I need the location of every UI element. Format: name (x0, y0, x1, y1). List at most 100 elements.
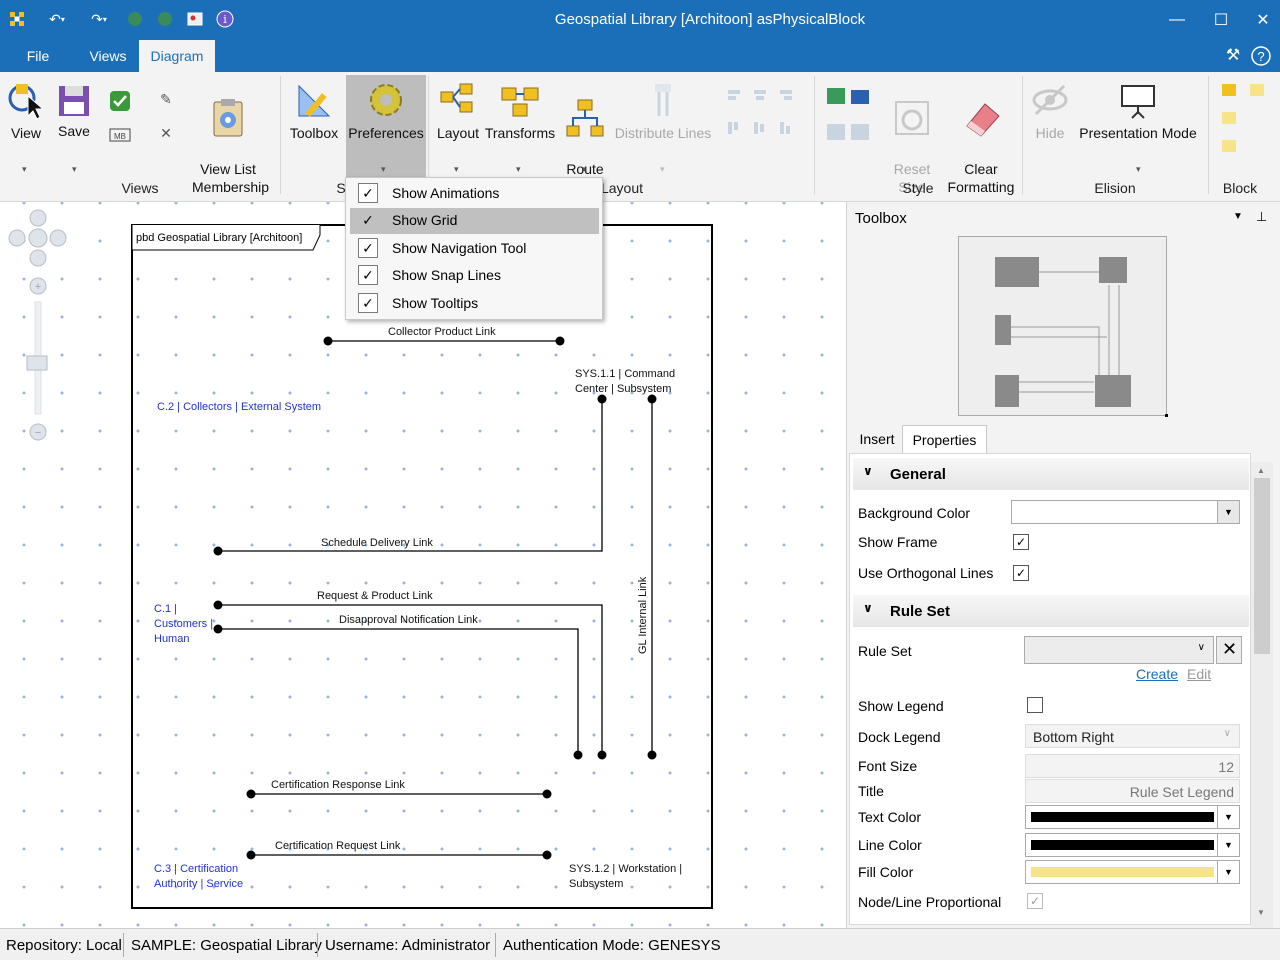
c2-label[interactable]: C.2 | Collectors | External System (157, 401, 322, 413)
route-lines-dropdown-arrow[interactable]: ▾ (582, 164, 587, 174)
menu-item-show-navigation-tool[interactable]: ✓ Show Navigation Tool (350, 236, 599, 262)
menu-item-show-snap-lines[interactable]: ✓ Show Snap Lines (350, 263, 599, 289)
pin-button[interactable]: ✎ (154, 90, 178, 108)
tab-views[interactable]: Views (89, 48, 127, 64)
tab-insert[interactable]: Insert (859, 431, 895, 447)
hide-button[interactable]: Hide (1028, 80, 1072, 142)
distribute-lines-dropdown-arrow[interactable]: ▾ (660, 164, 665, 174)
scroll-up-icon[interactable]: ▲ (1257, 466, 1265, 475)
sys12-label-line2[interactable]: Subsystem (569, 878, 624, 890)
info-icon[interactable]: i (216, 10, 234, 28)
pan-up-button[interactable] (29, 209, 47, 227)
panel-menu-icon[interactable]: ▼ (1233, 211, 1243, 222)
block-buttons[interactable] (1214, 80, 1274, 160)
diagram-links[interactable] (0, 0, 846, 928)
sys11-label-line1[interactable]: SYS.1.1 | Command (575, 368, 676, 380)
use-orthogonal-lines-checkbox[interactable]: ✓ (1013, 565, 1029, 581)
menu-item-show-tooltips[interactable]: ✓ Show Tooltips (350, 291, 599, 317)
save-button[interactable]: Save (54, 84, 94, 140)
tab-diagram[interactable]: Diagram (139, 40, 215, 72)
maximize-button[interactable]: ☐ (1213, 12, 1229, 29)
show-legend-checkbox[interactable] (1027, 697, 1043, 713)
rule-set-section-header[interactable]: ∨ Rule Set (853, 595, 1249, 627)
gl-internal-link-label[interactable]: GL Internal Link (637, 576, 649, 654)
toolbox-button[interactable]: Toolbox (286, 82, 342, 142)
forward-icon[interactable] (156, 10, 174, 28)
menu-item-show-animations[interactable]: ✓ Show Animations (350, 181, 599, 207)
fill-color-dropdown-icon[interactable]: ▼ (1217, 861, 1239, 883)
zoom-out-button[interactable] (29, 423, 47, 441)
distribute-lines-button[interactable]: Distribute Lines (614, 80, 712, 142)
menu-item-show-grid[interactable]: ✓ Show Grid (350, 208, 599, 234)
tab-file[interactable]: File (26, 48, 50, 64)
text-color-dropdown-icon[interactable]: ▼ (1217, 806, 1239, 828)
transforms-button[interactable]: Transforms (484, 80, 556, 142)
user-card-icon[interactable] (186, 10, 204, 28)
request-product-link-label[interactable]: Request & Product Link (317, 590, 433, 602)
rule-set-select[interactable]: ∨ (1024, 636, 1214, 664)
tools-icon[interactable]: ⚒ (1225, 47, 1241, 64)
text-color-picker[interactable]: ▼ (1025, 805, 1240, 829)
minimize-button[interactable]: — (1169, 11, 1185, 28)
back-icon[interactable] (126, 10, 144, 28)
clear-rule-set-button[interactable]: ✕ (1216, 636, 1242, 664)
edit-link[interactable]: Edit (1187, 666, 1212, 682)
c1-label-line1[interactable]: C.1 | (154, 603, 178, 615)
undo-icon[interactable]: ↶▾ (49, 10, 65, 27)
c3-label-line1[interactable]: C.3 | Certification (154, 863, 239, 875)
zoom-slider-thumb[interactable] (26, 355, 48, 371)
align-buttons[interactable] (722, 88, 802, 148)
presentation-mode-button[interactable]: Presentation Mode (1076, 80, 1200, 142)
fill-color-picker[interactable]: ▼ (1025, 860, 1240, 884)
show-tooltips-checkbox[interactable]: ✓ (358, 293, 378, 313)
general-section-header[interactable]: ∨ General (853, 458, 1249, 490)
certification-request-link-label[interactable]: Certification Request Link (275, 840, 401, 852)
pan-down-button[interactable] (29, 249, 47, 267)
transforms-dropdown-arrow[interactable]: ▾ (516, 164, 521, 174)
disapproval-notification-link-label[interactable]: Disapproval Notification Link (339, 614, 478, 626)
certification-response-link-label[interactable]: Certification Response Link (271, 779, 405, 791)
pin-panel-icon[interactable]: ⊥ (1256, 209, 1268, 224)
scroll-down-icon[interactable]: ▼ (1257, 908, 1265, 917)
c1-label-line3[interactable]: Human (154, 633, 190, 645)
scrollbar-thumb[interactable] (1254, 478, 1270, 654)
diagram-overview[interactable] (958, 236, 1170, 419)
show-snap-lines-checkbox[interactable]: ✓ (358, 265, 378, 285)
sys11-label-line2[interactable]: Center | Subsystem (575, 383, 672, 395)
layout-dropdown-arrow[interactable]: ▾ (454, 164, 459, 174)
presentation-mode-dropdown-arrow[interactable]: ▾ (1136, 164, 1141, 174)
diagram-canvas[interactable] (0, 202, 846, 928)
layout-button[interactable]: Layout (436, 80, 480, 142)
help-icon[interactable]: ? (1250, 40, 1272, 72)
show-animations-checkbox[interactable]: ✓ (358, 183, 378, 203)
view-list-membership-button[interactable]: View List Membership (192, 80, 269, 196)
create-link[interactable]: Create (1136, 666, 1179, 682)
style-small-buttons[interactable] (822, 86, 874, 146)
line-color-dropdown-icon[interactable]: ▼ (1217, 834, 1239, 856)
background-color-picker[interactable]: ▼ (1011, 500, 1240, 524)
title-input[interactable]: Rule Set Legend (1025, 779, 1240, 803)
tab-properties[interactable]: Properties (902, 425, 987, 453)
save-dropdown-arrow[interactable]: ▾ (72, 164, 77, 174)
sys12-label-line1[interactable]: SYS.1.2 | Workstation | (569, 863, 683, 875)
redo-icon[interactable]: ↷▾ (91, 10, 107, 27)
close-button[interactable]: ✕ (1256, 12, 1270, 29)
collector-product-link-label[interactable]: Collector Product Link (388, 326, 496, 338)
preferences-dropdown-arrow[interactable]: ▾ (381, 164, 386, 174)
view-dropdown-arrow[interactable]: ▾ (22, 164, 27, 174)
line-color-picker[interactable]: ▼ (1025, 833, 1240, 857)
c3-label-line2[interactable]: Authority | Service (154, 878, 244, 890)
background-color-dropdown-icon[interactable]: ▼ (1217, 501, 1239, 523)
reset-size-button[interactable]: Reset Size (886, 80, 938, 196)
node-line-proportional-checkbox[interactable]: ✓ (1027, 893, 1043, 909)
view-button[interactable]: View (4, 80, 48, 142)
pan-right-button[interactable] (49, 229, 67, 247)
show-grid-checkbox[interactable]: ✓ (362, 212, 374, 228)
show-frame-checkbox[interactable]: ✓ (1013, 534, 1029, 550)
pan-left-button[interactable] (8, 229, 26, 247)
clear-formatting-button[interactable]: Clear Formatting (946, 80, 1016, 196)
dock-legend-select[interactable]: Bottom Right∨ (1025, 724, 1240, 748)
c1-label-line2[interactable]: Customers | (154, 618, 214, 630)
font-size-input[interactable]: 12 (1025, 754, 1240, 778)
pan-center-button[interactable] (28, 228, 48, 248)
